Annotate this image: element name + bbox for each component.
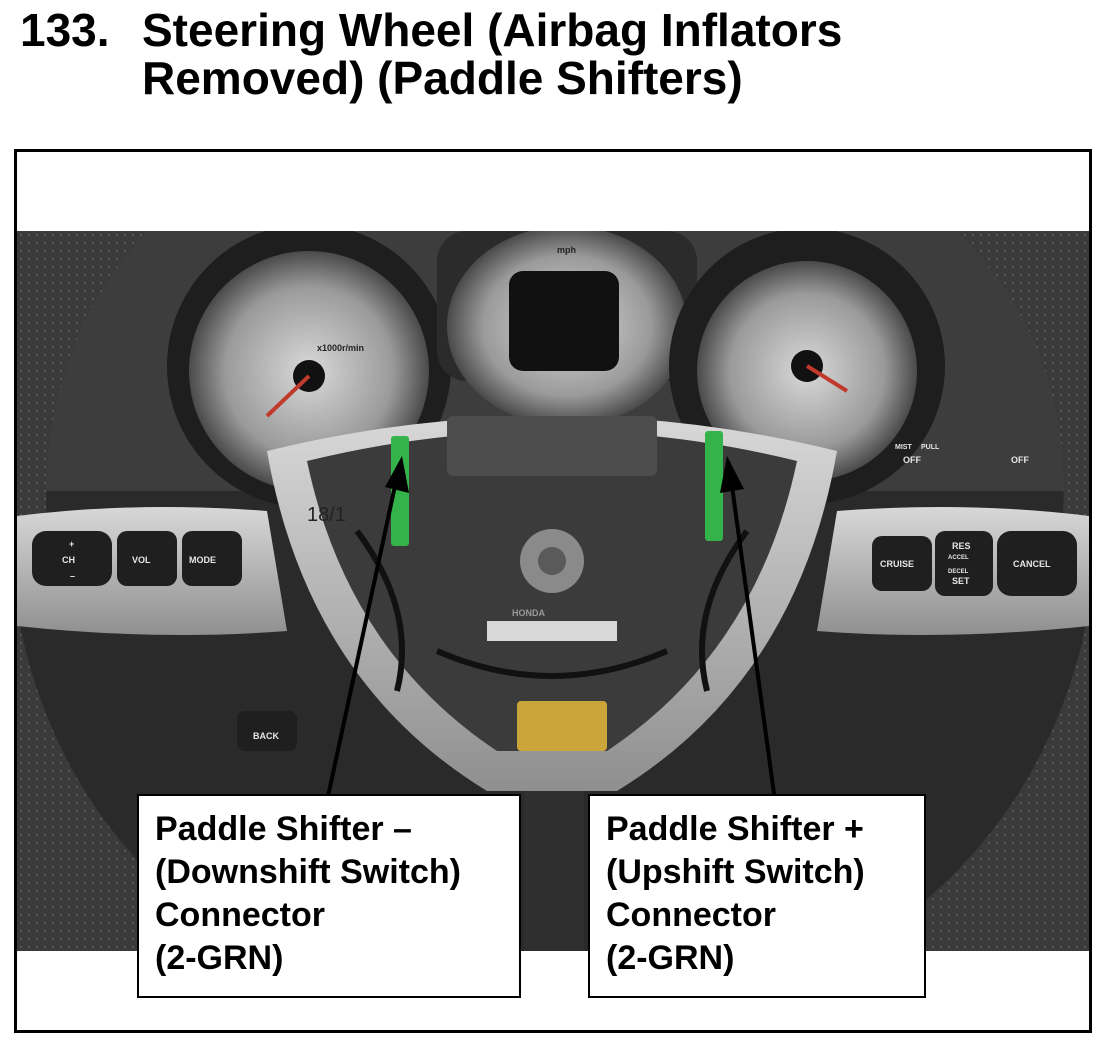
steering-shaft (538, 547, 566, 575)
ch-button (32, 531, 112, 586)
upshift-callout-line-4: (2-GRN) (606, 939, 735, 977)
honda-emboss: HONDA (512, 608, 545, 618)
pull-label: PULL (921, 444, 940, 451)
downshift-callout-line-2: (Downshift Switch) (155, 853, 461, 891)
wheel-rim-left-top (17, 231, 147, 531)
upshift-arrow-head (720, 456, 744, 493)
vol-label: VOL (132, 555, 151, 565)
handwritten-mark: 18/1 (307, 504, 346, 526)
yellow-connector (517, 701, 607, 751)
figure-frame: x1000r/min mph HONDA (14, 149, 1092, 1033)
vol-button (117, 531, 177, 586)
page-title: 133. Steering Wheel (Airbag Inflators Rem… (20, 6, 842, 102)
downshift-arrow-line (325, 485, 397, 802)
upper-bracket (447, 416, 657, 476)
res-set-button (935, 531, 993, 596)
steering-wheel-illustration: x1000r/min mph HONDA (17, 231, 1089, 951)
upshift-callout-line-3: Connector (606, 896, 776, 934)
back-label: BACK (253, 731, 279, 741)
downshift-callout-line-3: Connector (155, 896, 325, 934)
wire-harness (354, 529, 750, 692)
cruise-button (872, 536, 932, 591)
decel-label: DECEL (948, 569, 969, 575)
ch-plus: + (69, 539, 74, 549)
speed-unit-label: mph (557, 245, 576, 255)
downshift-callout: Paddle Shifter – (Downshift Switch) Conn… (137, 794, 521, 998)
cancel-label: CANCEL (1013, 559, 1051, 569)
upshift-callout-line-1: Paddle Shifter + (606, 810, 864, 848)
accel-label: ACCEL (948, 555, 969, 561)
ch-label: CH (62, 555, 75, 565)
res-label: RES (952, 541, 971, 551)
mist-label: MIST (895, 444, 912, 451)
downshift-callout-line-1: Paddle Shifter – (155, 810, 412, 848)
mode-button (182, 531, 242, 586)
downshift-arrow-head (385, 456, 409, 493)
center-display (509, 271, 619, 371)
back-button (237, 711, 297, 751)
title-line-1: Steering Wheel (Airbag Inflators (142, 4, 843, 56)
mode-label: MODE (189, 555, 216, 565)
upshift-callout: Paddle Shifter + (Upshift Switch) Connec… (588, 794, 926, 998)
wheel-rim-right-top (957, 231, 1089, 531)
cancel-button (997, 531, 1077, 596)
section-number: 133. (20, 4, 110, 56)
steering-wheel-photo: x1000r/min mph HONDA (17, 231, 1089, 951)
wheel-rim-right-bottom (857, 611, 1089, 951)
cruise-label: CRUISE (880, 559, 914, 569)
downshift-connector (391, 436, 409, 546)
column-cover (524, 791, 584, 951)
off-label: OFF (903, 455, 921, 465)
set-label: SET (952, 576, 970, 586)
white-connector (487, 621, 617, 641)
ch-minus: – (70, 571, 75, 581)
tachometer-needle (265, 374, 311, 418)
wheel-rim-left-bottom (17, 611, 247, 951)
rpm-unit-label: x1000r/min (317, 343, 364, 353)
fuel-gauge-needle (805, 364, 849, 393)
off-right-label: OFF (1011, 455, 1029, 465)
upshift-callout-line-2: (Upshift Switch) (606, 853, 865, 891)
upshift-connector (705, 431, 723, 541)
title-line-2: Removed) (Paddle Shifters) (142, 52, 743, 104)
downshift-callout-line-4: (2-GRN) (155, 939, 284, 977)
upshift-arrow-line (730, 485, 777, 802)
